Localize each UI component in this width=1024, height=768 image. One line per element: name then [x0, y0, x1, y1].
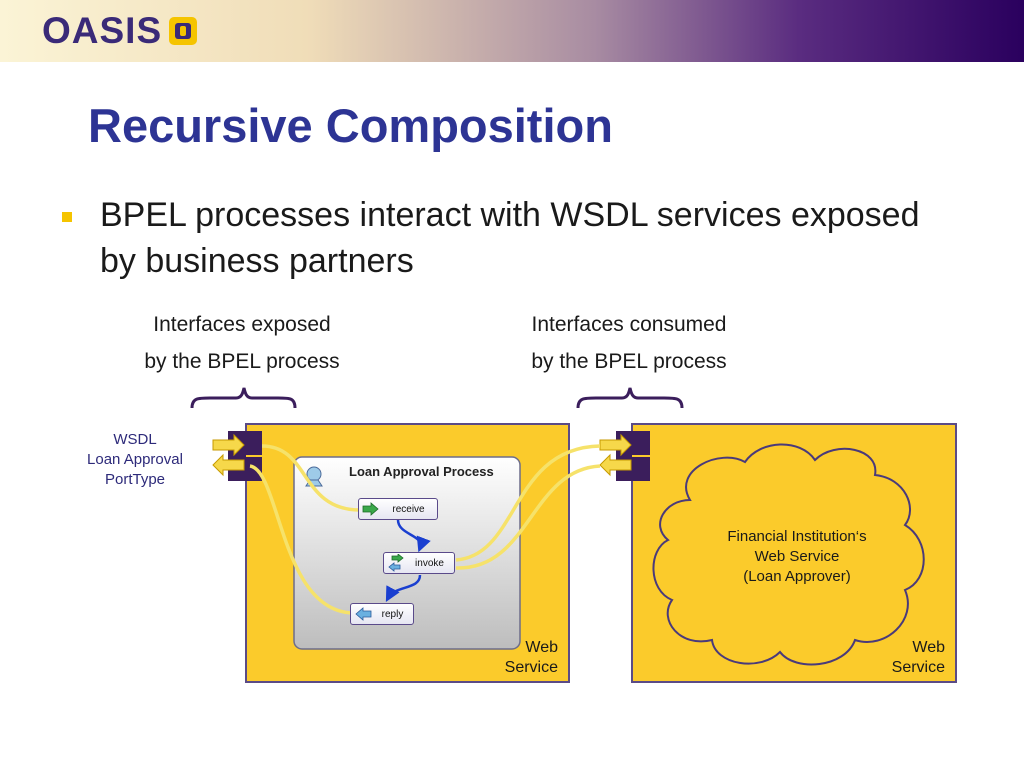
- receive-arrow-icon: [362, 502, 379, 516]
- caption-consumed-line2: by the BPEL process: [531, 350, 727, 373]
- left-service-line2: Service: [504, 659, 558, 676]
- process-title: Loan Approval Process: [349, 464, 494, 479]
- invoke-arrows-icon: [388, 554, 404, 572]
- caption-consumed-line1: Interfaces consumed: [531, 313, 727, 336]
- link-invoke-to-partner: [455, 444, 601, 562]
- activity-reply[interactable]: reply: [350, 603, 414, 625]
- right-port-inbound-arrow: [599, 453, 632, 477]
- caption-exposed: Interfaces exposed by the BPEL process: [110, 306, 374, 380]
- oasis-mark-icon: [169, 17, 198, 45]
- partner-cloud: [652, 443, 925, 666]
- activity-reply-label: reply: [381, 608, 404, 620]
- activity-invoke[interactable]: invoke: [383, 552, 455, 574]
- activity-receive-label: receive: [392, 503, 425, 515]
- link-partner-to-invoke: [455, 464, 601, 570]
- right-port-outbound-arrow: [599, 433, 632, 457]
- partner-line1: Financial Institution‘s: [727, 528, 867, 545]
- flow-invoke-to-reply: [385, 574, 422, 602]
- partner-line2: Web Service: [754, 548, 840, 565]
- right-web-service-label: Web Service: [885, 638, 945, 678]
- activity-receive[interactable]: receive: [358, 498, 438, 520]
- reply-arrow-icon: [355, 607, 372, 621]
- square-bullet-icon: [62, 212, 72, 222]
- caption-exposed-line1: Interfaces exposed: [153, 313, 331, 336]
- logo-text: OASIS: [42, 10, 163, 51]
- left-port-inbound-arrow: [212, 433, 245, 457]
- consumed-brace: [576, 387, 684, 409]
- left-service-line1: Web: [525, 639, 558, 656]
- slide-title: Recursive Composition: [88, 99, 613, 152]
- porttype-line1: WSDL: [113, 431, 157, 448]
- left-port-outbound-arrow: [212, 453, 245, 477]
- bullet-text: BPEL processes interact with WSDL servic…: [100, 196, 920, 280]
- porttype-label: WSDL Loan Approval PortType: [74, 430, 196, 490]
- porttype-line3: PortType: [104, 471, 166, 488]
- link-port-to-receive: [261, 444, 361, 512]
- exposed-brace: [190, 387, 297, 409]
- caption-consumed: Interfaces consumed by the BPEL process: [498, 306, 760, 380]
- right-service-line2: Service: [891, 659, 945, 676]
- link-reply-to-port: [249, 464, 353, 615]
- caption-exposed-line2: by the BPEL process: [144, 350, 340, 373]
- oasis-logo: OASIS: [42, 11, 198, 51]
- activity-invoke-label: invoke: [415, 557, 444, 569]
- partner-line3: (Loan Approver): [743, 568, 851, 585]
- porttype-line2: Loan Approval: [87, 451, 183, 468]
- flow-receive-to-invoke: [396, 519, 431, 553]
- right-service-line1: Web: [912, 639, 945, 656]
- left-web-service-label: Web Service: [498, 638, 558, 678]
- partner-label: Financial Institution‘s Web Service (Loa…: [697, 527, 897, 587]
